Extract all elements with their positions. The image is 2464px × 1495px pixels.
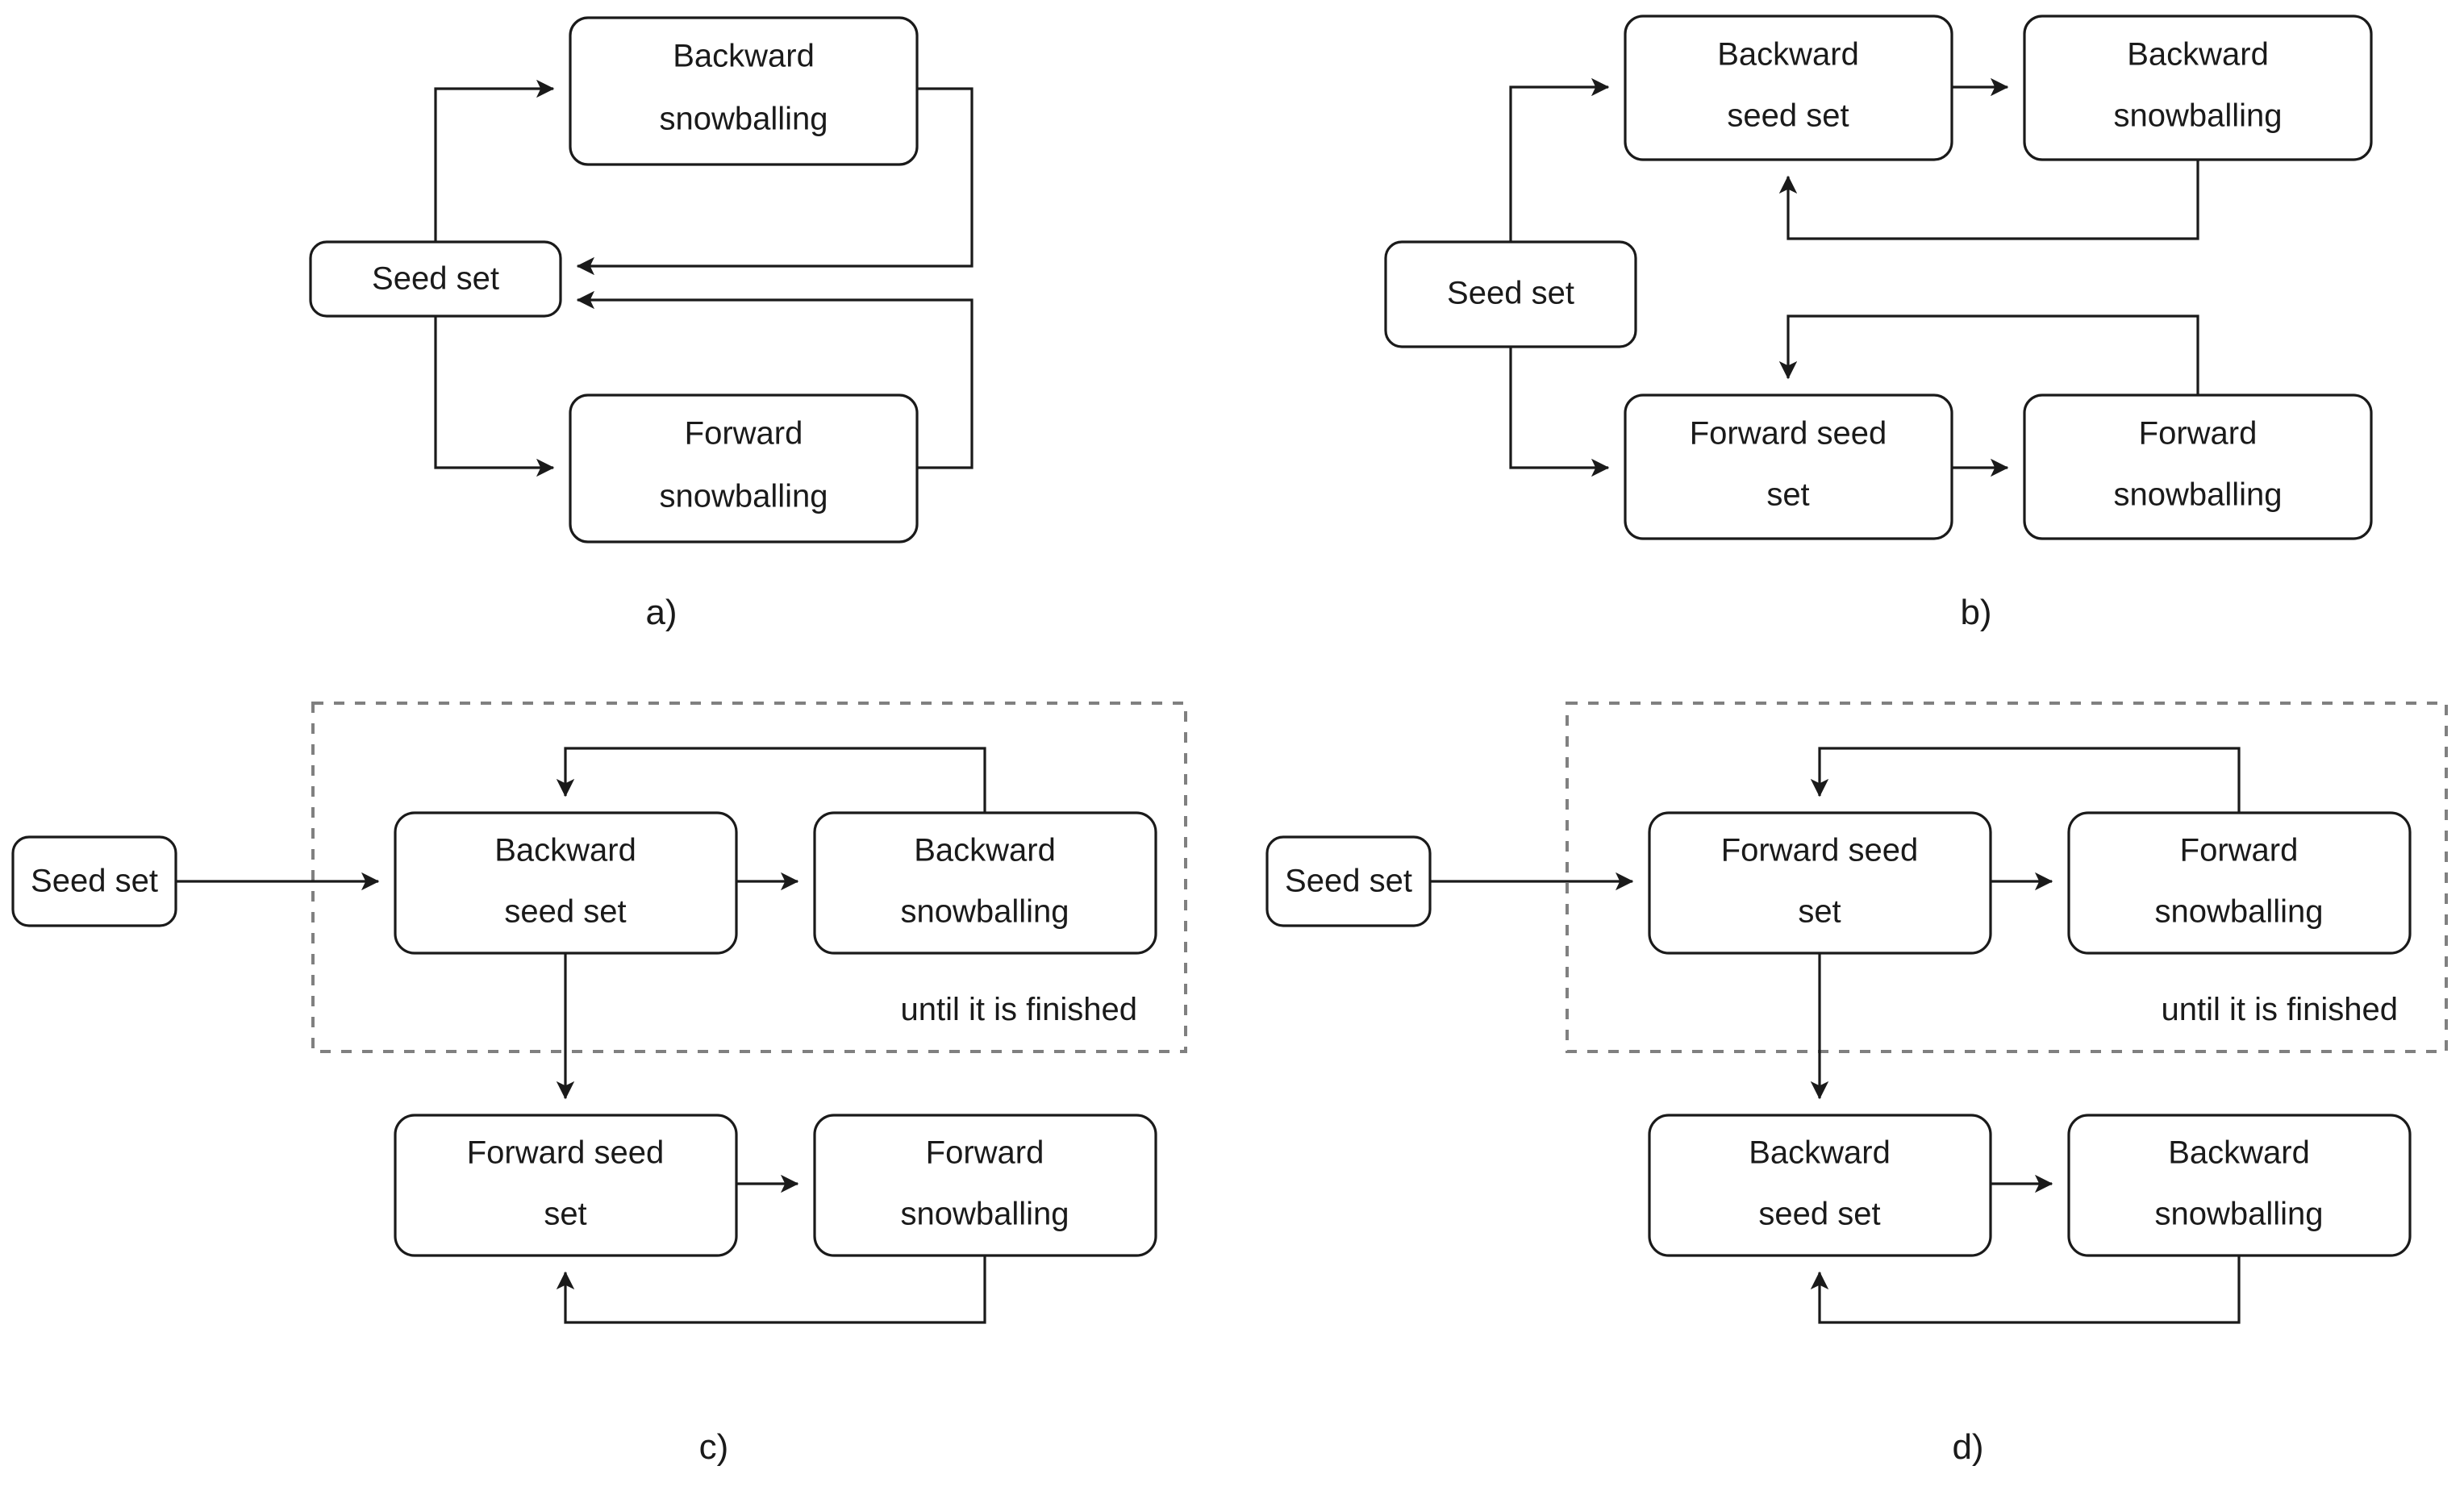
panel-a-caption: a) [645, 593, 677, 632]
node-forward-snowballing: Forward snowballing [2067, 811, 2412, 955]
node-label-line-2: snowballing [2154, 1197, 2323, 1232]
node-label-line-1: Forward seed [467, 1135, 665, 1171]
node-label-line-1: Backward [1749, 1135, 1891, 1171]
node-label-line-2: set [1766, 477, 1809, 513]
edge-backward-snowballing-to-backward-seed-set [556, 747, 986, 813]
panel-c-caption: c) [698, 1427, 729, 1467]
node-label-line-2: seed set [1758, 1197, 1880, 1232]
edge-seed-to-backward-snowballing [434, 79, 555, 242]
node-label-line-1: Backward [494, 833, 636, 868]
loop-region-label: until it is finished [2162, 992, 2398, 1027]
loop-region-label: until it is finished [901, 992, 1137, 1027]
node-forward-snowballing: Forward snowballing [2023, 394, 2373, 540]
node-seed-set: Seed set [1384, 240, 1637, 348]
panel-b: Backward seed set Backward snowballing S… [1384, 15, 2373, 540]
node-label: Seed set [1285, 864, 1412, 899]
loop-region-until-finished [311, 702, 1187, 1053]
node-seed-set: Seed set [1265, 835, 1432, 927]
node-label-line-1: Forward [685, 416, 803, 452]
edge-seed-to-forward-snowballing [434, 316, 555, 477]
node-backward-seed-set: Backward seed set [1648, 1114, 1992, 1257]
node-label: Seed set [372, 261, 499, 297]
node-backward-seed-set: Backward seed set [1624, 15, 1953, 161]
node-label-line-2: snowballing [900, 1197, 1069, 1232]
edge-forward-snowballing-to-forward-seed-set [1810, 747, 2241, 813]
node-label-line-2: set [544, 1197, 586, 1232]
node-label-line-1: Forward seed [1690, 416, 1887, 452]
panel-a: Backward snowballing Seed set Forward sn… [309, 16, 974, 543]
node-label-line-2: set [1798, 894, 1841, 930]
node-backward-snowballing: Backward snowballing [2067, 1114, 2412, 1257]
node-backward-snowballing: Backward snowballing [2023, 15, 2373, 161]
loop-region-until-finished [1566, 702, 2448, 1053]
node-label-line-2: seed set [504, 894, 626, 930]
node-label: Seed set [1447, 276, 1574, 311]
node-forward-snowballing: Forward snowballing [813, 1114, 1157, 1257]
node-forward-seed-set: Forward seed set [1624, 394, 1953, 540]
node-backward-snowballing: Backward snowballing [813, 811, 1157, 955]
node-seed-set: Seed set [309, 240, 562, 318]
node-label-line-2: snowballing [900, 894, 1069, 930]
edge-forward-snowballing-to-seed [576, 290, 974, 469]
node-label-line-1: Forward seed [1721, 833, 1919, 868]
node-label-line-1: Backward [673, 39, 815, 74]
node-backward-snowballing: Backward snowballing [569, 16, 919, 166]
edge-forward-snowballing-to-forward-seed-set [556, 1256, 986, 1324]
node-label-line-2: snowballing [659, 479, 828, 514]
node-label-line-1: Backward [1717, 37, 1859, 73]
node-label-line-2: snowballing [2113, 477, 2282, 513]
panel-d-caption: d) [1952, 1427, 1984, 1467]
node-label-line-2: snowballing [659, 102, 828, 137]
node-label-line-1: Forward [926, 1135, 1044, 1171]
node-backward-seed-set: Backward seed set [394, 811, 738, 955]
node-label-line-1: Backward [914, 833, 1056, 868]
node-label-line-1: Backward [2127, 37, 2269, 73]
edge-seed-to-forward-seed-set [1509, 347, 1610, 477]
panel-d: until it is finished Seed set Forward se… [1265, 702, 2448, 1324]
node-seed-set: Seed set [11, 835, 177, 927]
edge-backward-snowballing-to-backward-seed-set [1810, 1256, 2241, 1324]
node-label-line-2: snowballing [2113, 98, 2282, 134]
edge-backward-snowballing-to-seed [576, 87, 974, 276]
edge-seed-to-backward-seed-set [1509, 77, 1610, 242]
node-forward-snowballing: Forward snowballing [569, 394, 919, 543]
node-label-line-1: Forward [2139, 416, 2258, 452]
node-label-line-2: snowballing [2154, 894, 2323, 930]
node-label: Seed set [31, 864, 158, 899]
panel-c: until it is finished Seed set Backward s… [11, 702, 1187, 1324]
node-forward-seed-set: Forward seed set [1648, 811, 1992, 955]
node-forward-seed-set: Forward seed set [394, 1114, 738, 1257]
node-label-line-1: Backward [2168, 1135, 2310, 1171]
node-label-line-1: Forward [2180, 833, 2299, 868]
panel-b-caption: b) [1960, 593, 1992, 632]
edge-forward-snowballing-to-forward-seed-set [1778, 314, 2199, 395]
edge-backward-snowballing-to-backward-seed-set [1778, 160, 2199, 240]
node-label-line-2: seed set [1727, 98, 1849, 134]
